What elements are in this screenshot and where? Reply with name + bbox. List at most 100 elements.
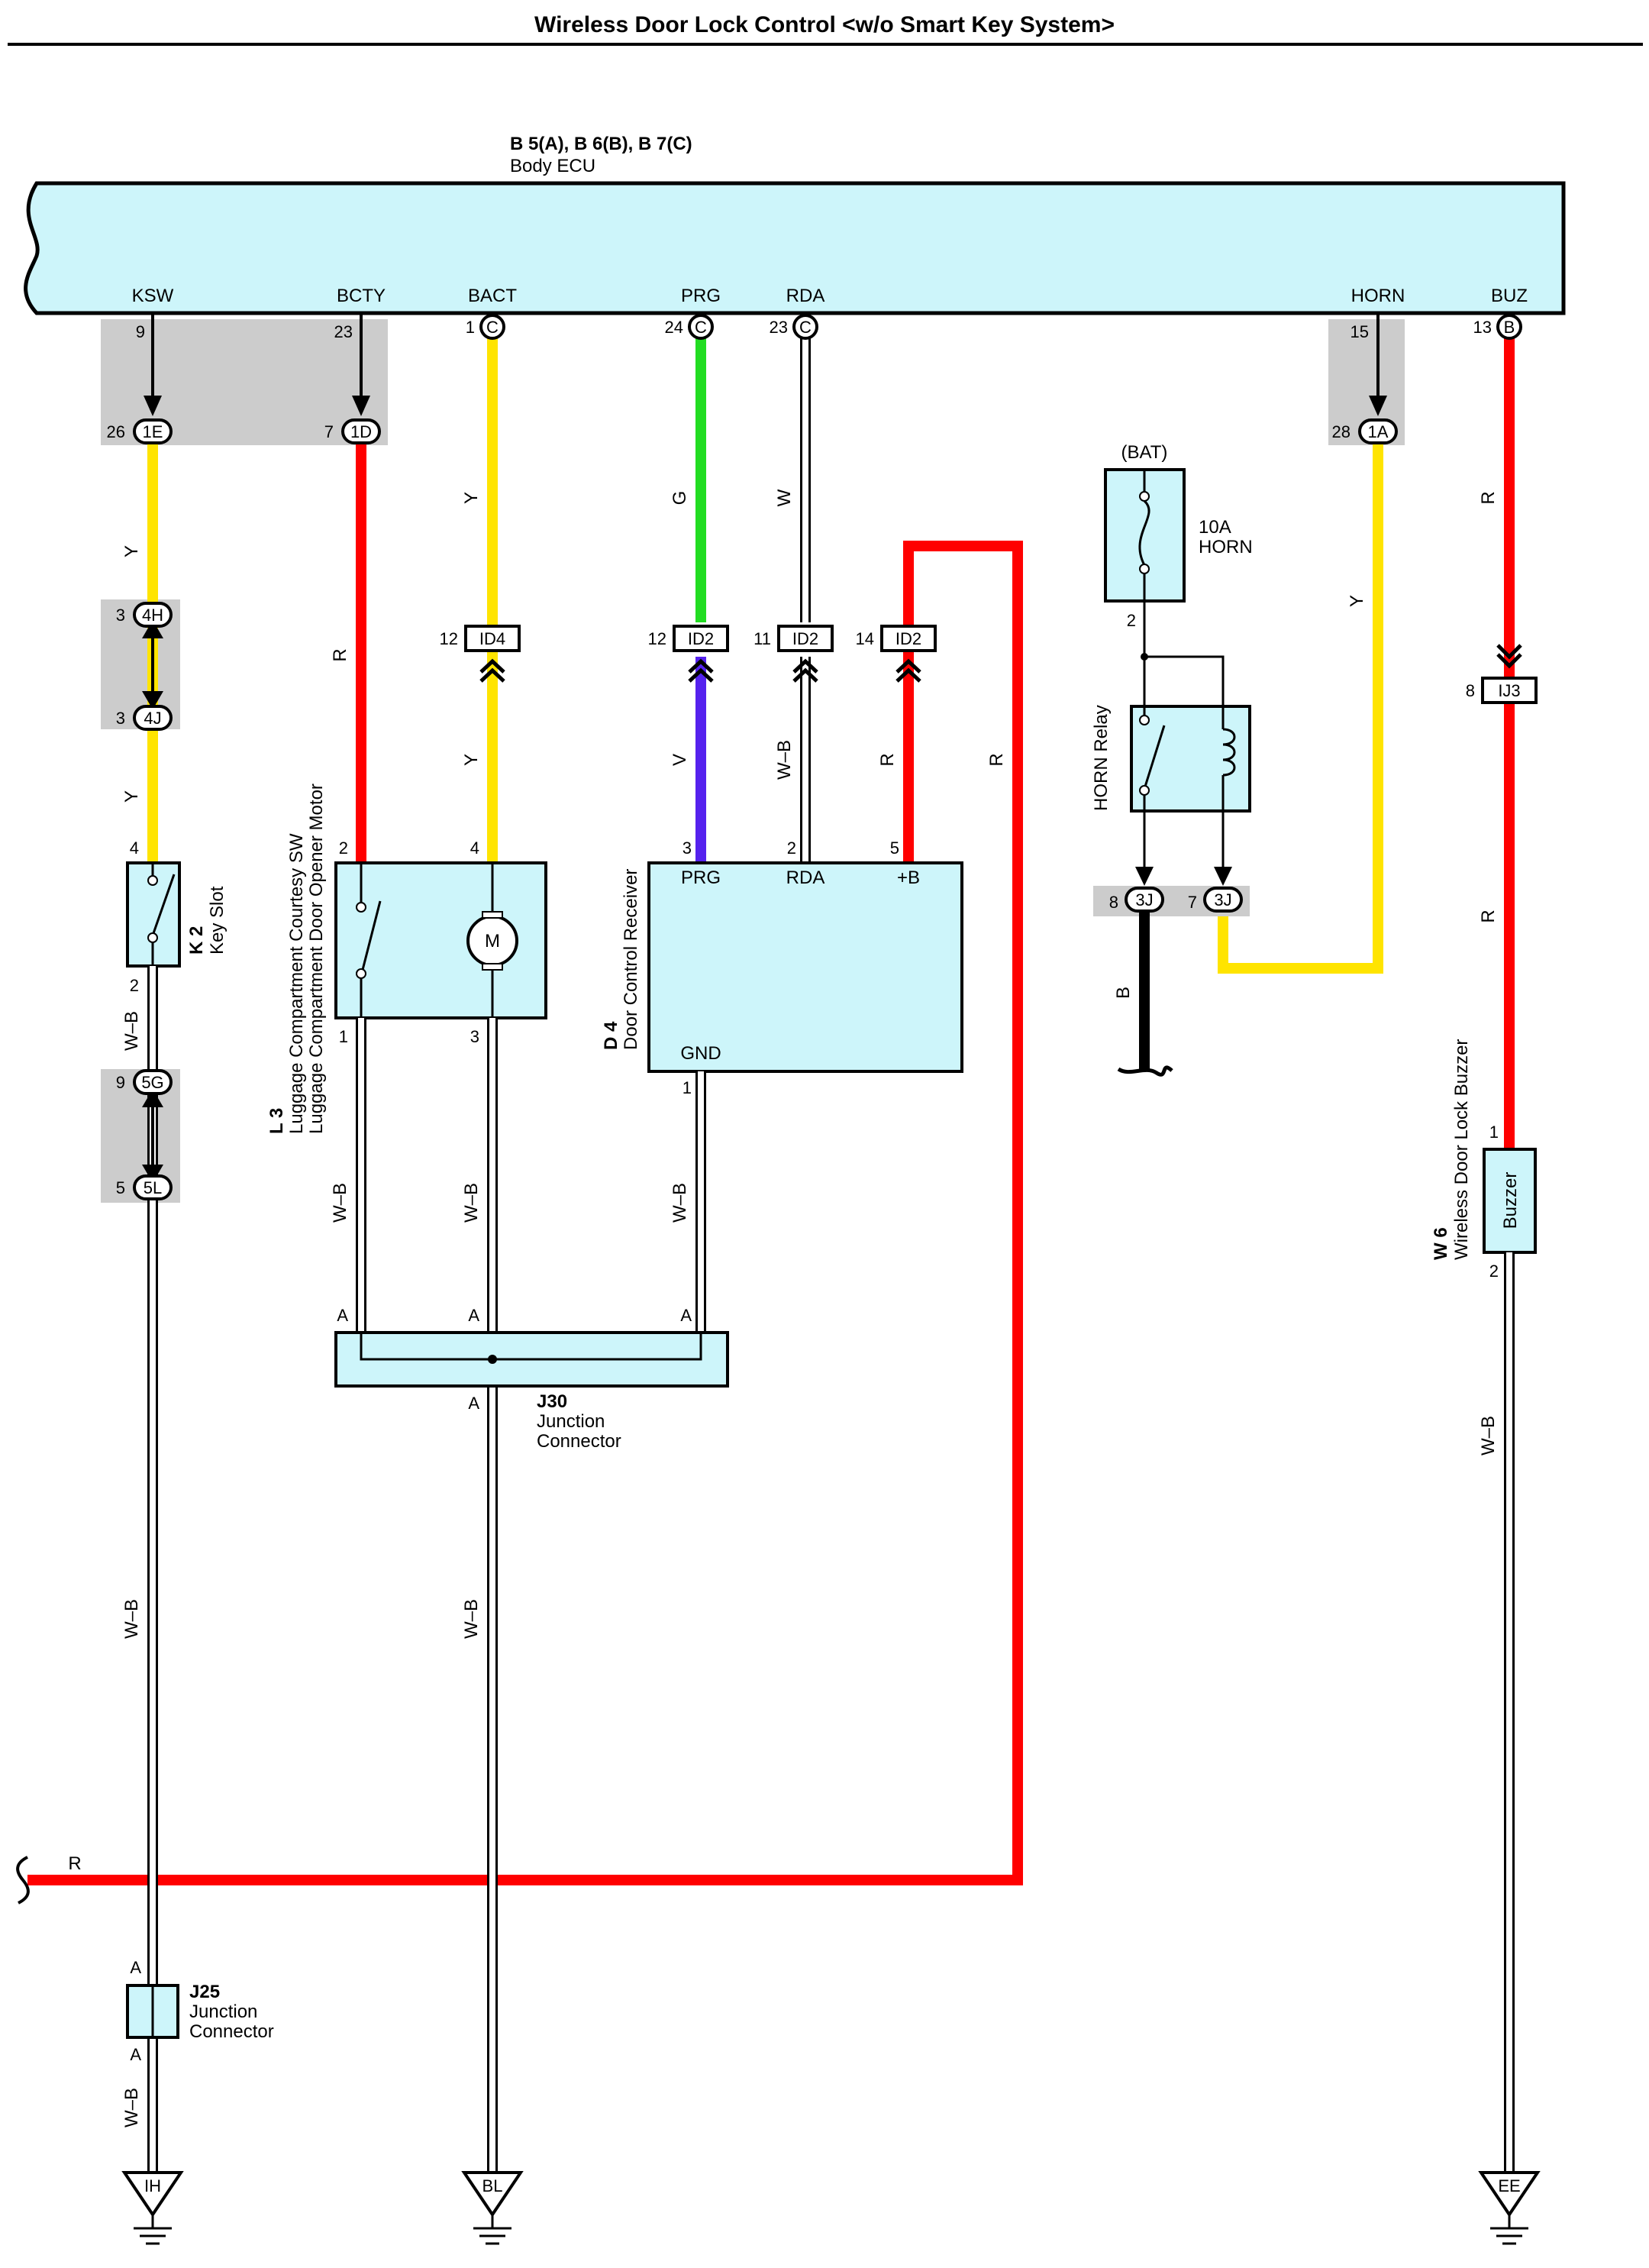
svg-text:IJ3: IJ3 [1498,681,1520,700]
wire-label-k2-wb: W–B [121,1011,142,1051]
pin-ij3: 8 [1466,681,1475,700]
svg-text:IH: IH [144,2176,161,2195]
connector-5g: 5G 9 [116,1069,173,1095]
j30-line2: Connector [537,1431,621,1452]
wire-label-b-r1: R [877,753,898,766]
pin-relay-l: 8 [1109,893,1118,912]
svg-text:3J: 3J [1135,890,1153,909]
wire-label-ih-wb1: W–B [121,1599,142,1639]
wire-label-l3-wb1: W–B [330,1183,350,1223]
break-symbol-relay [1117,1065,1173,1077]
connector-b-buz: B 13 [1473,314,1522,340]
svg-text:1D: 1D [350,422,372,441]
svg-text:5L: 5L [144,1178,162,1197]
connector-bact-letter: C [486,318,499,337]
svg-text:4H: 4H [142,606,163,625]
connector-4j: 4J 3 [116,705,173,731]
terminal-rda: RDA [786,286,825,306]
pin-prg: 24 [665,318,683,337]
connector-c-ksw: 9 [136,322,145,341]
connector-id2-rda: ID2 11 [754,625,834,652]
k2-name: Key Slot [207,886,228,955]
pin-rda: 23 [770,318,788,337]
d4-gnd: GND [680,1043,721,1064]
wire-label-buz-wb: W–B [1478,1416,1499,1455]
wire-label-bl-wb: W–B [461,1599,482,1639]
pin-k2-top: 4 [130,838,139,858]
ecu-code: B 5(A), B 6(B), B 7(C) [510,134,692,154]
j30-a3: A [680,1306,692,1325]
break-symbol [16,1856,30,1905]
arrow-4h-4j [142,620,163,709]
wire-label-l3-wb2: W–B [461,1183,482,1223]
svg-text:1E: 1E [143,422,163,441]
pin-1a: 28 [1332,422,1351,441]
pin-id2-b: 14 [856,629,874,648]
l3-code: L 3 [266,1108,287,1134]
j30-code: J30 [537,1391,567,1412]
w6-name: Wireless Door Lock Buzzer [1451,1039,1472,1260]
pin-1d: 7 [324,422,334,441]
arrow-relay-l [1135,867,1154,886]
pin-5l: 5 [116,1178,125,1197]
svg-text:ID4: ID4 [479,629,505,648]
j25-code: J25 [189,1982,220,2002]
k2-code: K 2 [186,926,207,955]
wire-label-rda-wb: W–B [774,740,795,780]
wire-label-bottom-r: R [68,1853,81,1874]
wire-label-horn-y: Y [1347,595,1367,607]
svg-text:EE: EE [1498,2176,1520,2195]
wire-label-bact-y1: Y [461,492,482,504]
connector-3j-r: 3J [1203,887,1243,913]
w6-code: W 6 [1431,1227,1451,1260]
arrow-ksw [144,396,162,416]
pin-1e: 26 [107,422,125,441]
connector-prg-letter: C [695,318,707,337]
connector-id2-b: ID2 14 [856,625,937,652]
svg-text:4J: 4J [144,709,161,728]
pin-k2-bot: 2 [130,976,139,995]
d4-box [647,861,963,1073]
connector-ij3: IJ3 8 [1466,677,1538,704]
svg-text:5G: 5G [141,1073,163,1092]
j25-a-top: A [130,1958,141,1977]
wire-label-prg-g: G [670,491,690,506]
connector-c-bact: C 1 [466,314,505,340]
connector-1e: 1E 26 [107,418,173,444]
terminal-ksw: KSW [132,286,174,306]
wire-label-bcty-r: R [330,648,350,661]
pin-fuse: 2 [1127,611,1136,630]
pin-l3-sw: 2 [339,838,348,858]
pin-d4-prg: 3 [683,838,692,858]
pin-id2-prg: 12 [648,629,666,648]
motor-label: M [485,931,500,951]
pin-l3-motor: 4 [470,838,479,858]
svg-text:ID2: ID2 [688,629,714,648]
j30-a2: A [468,1306,479,1325]
connector-bcty: 23 [334,322,353,341]
ground-ee: EE [1478,2171,1541,2245]
body-ecu-box [24,181,1566,315]
wire-label-ksw-y1: Y [121,545,142,557]
wire-label-buz-r2: R [1478,909,1499,922]
j30-a1: A [337,1306,348,1325]
pin-4h: 3 [116,606,125,625]
pin-relay-r: 7 [1188,893,1197,912]
terminal-bact: BACT [468,286,517,306]
relay-name: HORN Relay [1091,705,1112,811]
pin-buzzer-bot: 2 [1489,1262,1499,1281]
connector-3j-l: 3J [1125,887,1164,913]
j30-a4: A [468,1394,479,1413]
j25-a-bot: A [130,2045,141,2064]
svg-text:ID2: ID2 [792,629,818,648]
pin-id2-rda: 11 [754,629,771,648]
terminal-horn: HORN [1351,286,1405,306]
wire-label-ih-wb2: W–B [121,2088,142,2127]
relay-coil-icon [1222,728,1236,777]
d4-plusb: +B [897,867,920,888]
pin-d4-rda: 2 [787,838,796,858]
buzzer-inner: Buzzer [1500,1172,1521,1229]
l3-name1: Luggage Compartment Courtesy SW [286,833,307,1134]
connector-1a: 1A 28 [1332,418,1398,444]
arrow-bcty [352,396,370,416]
